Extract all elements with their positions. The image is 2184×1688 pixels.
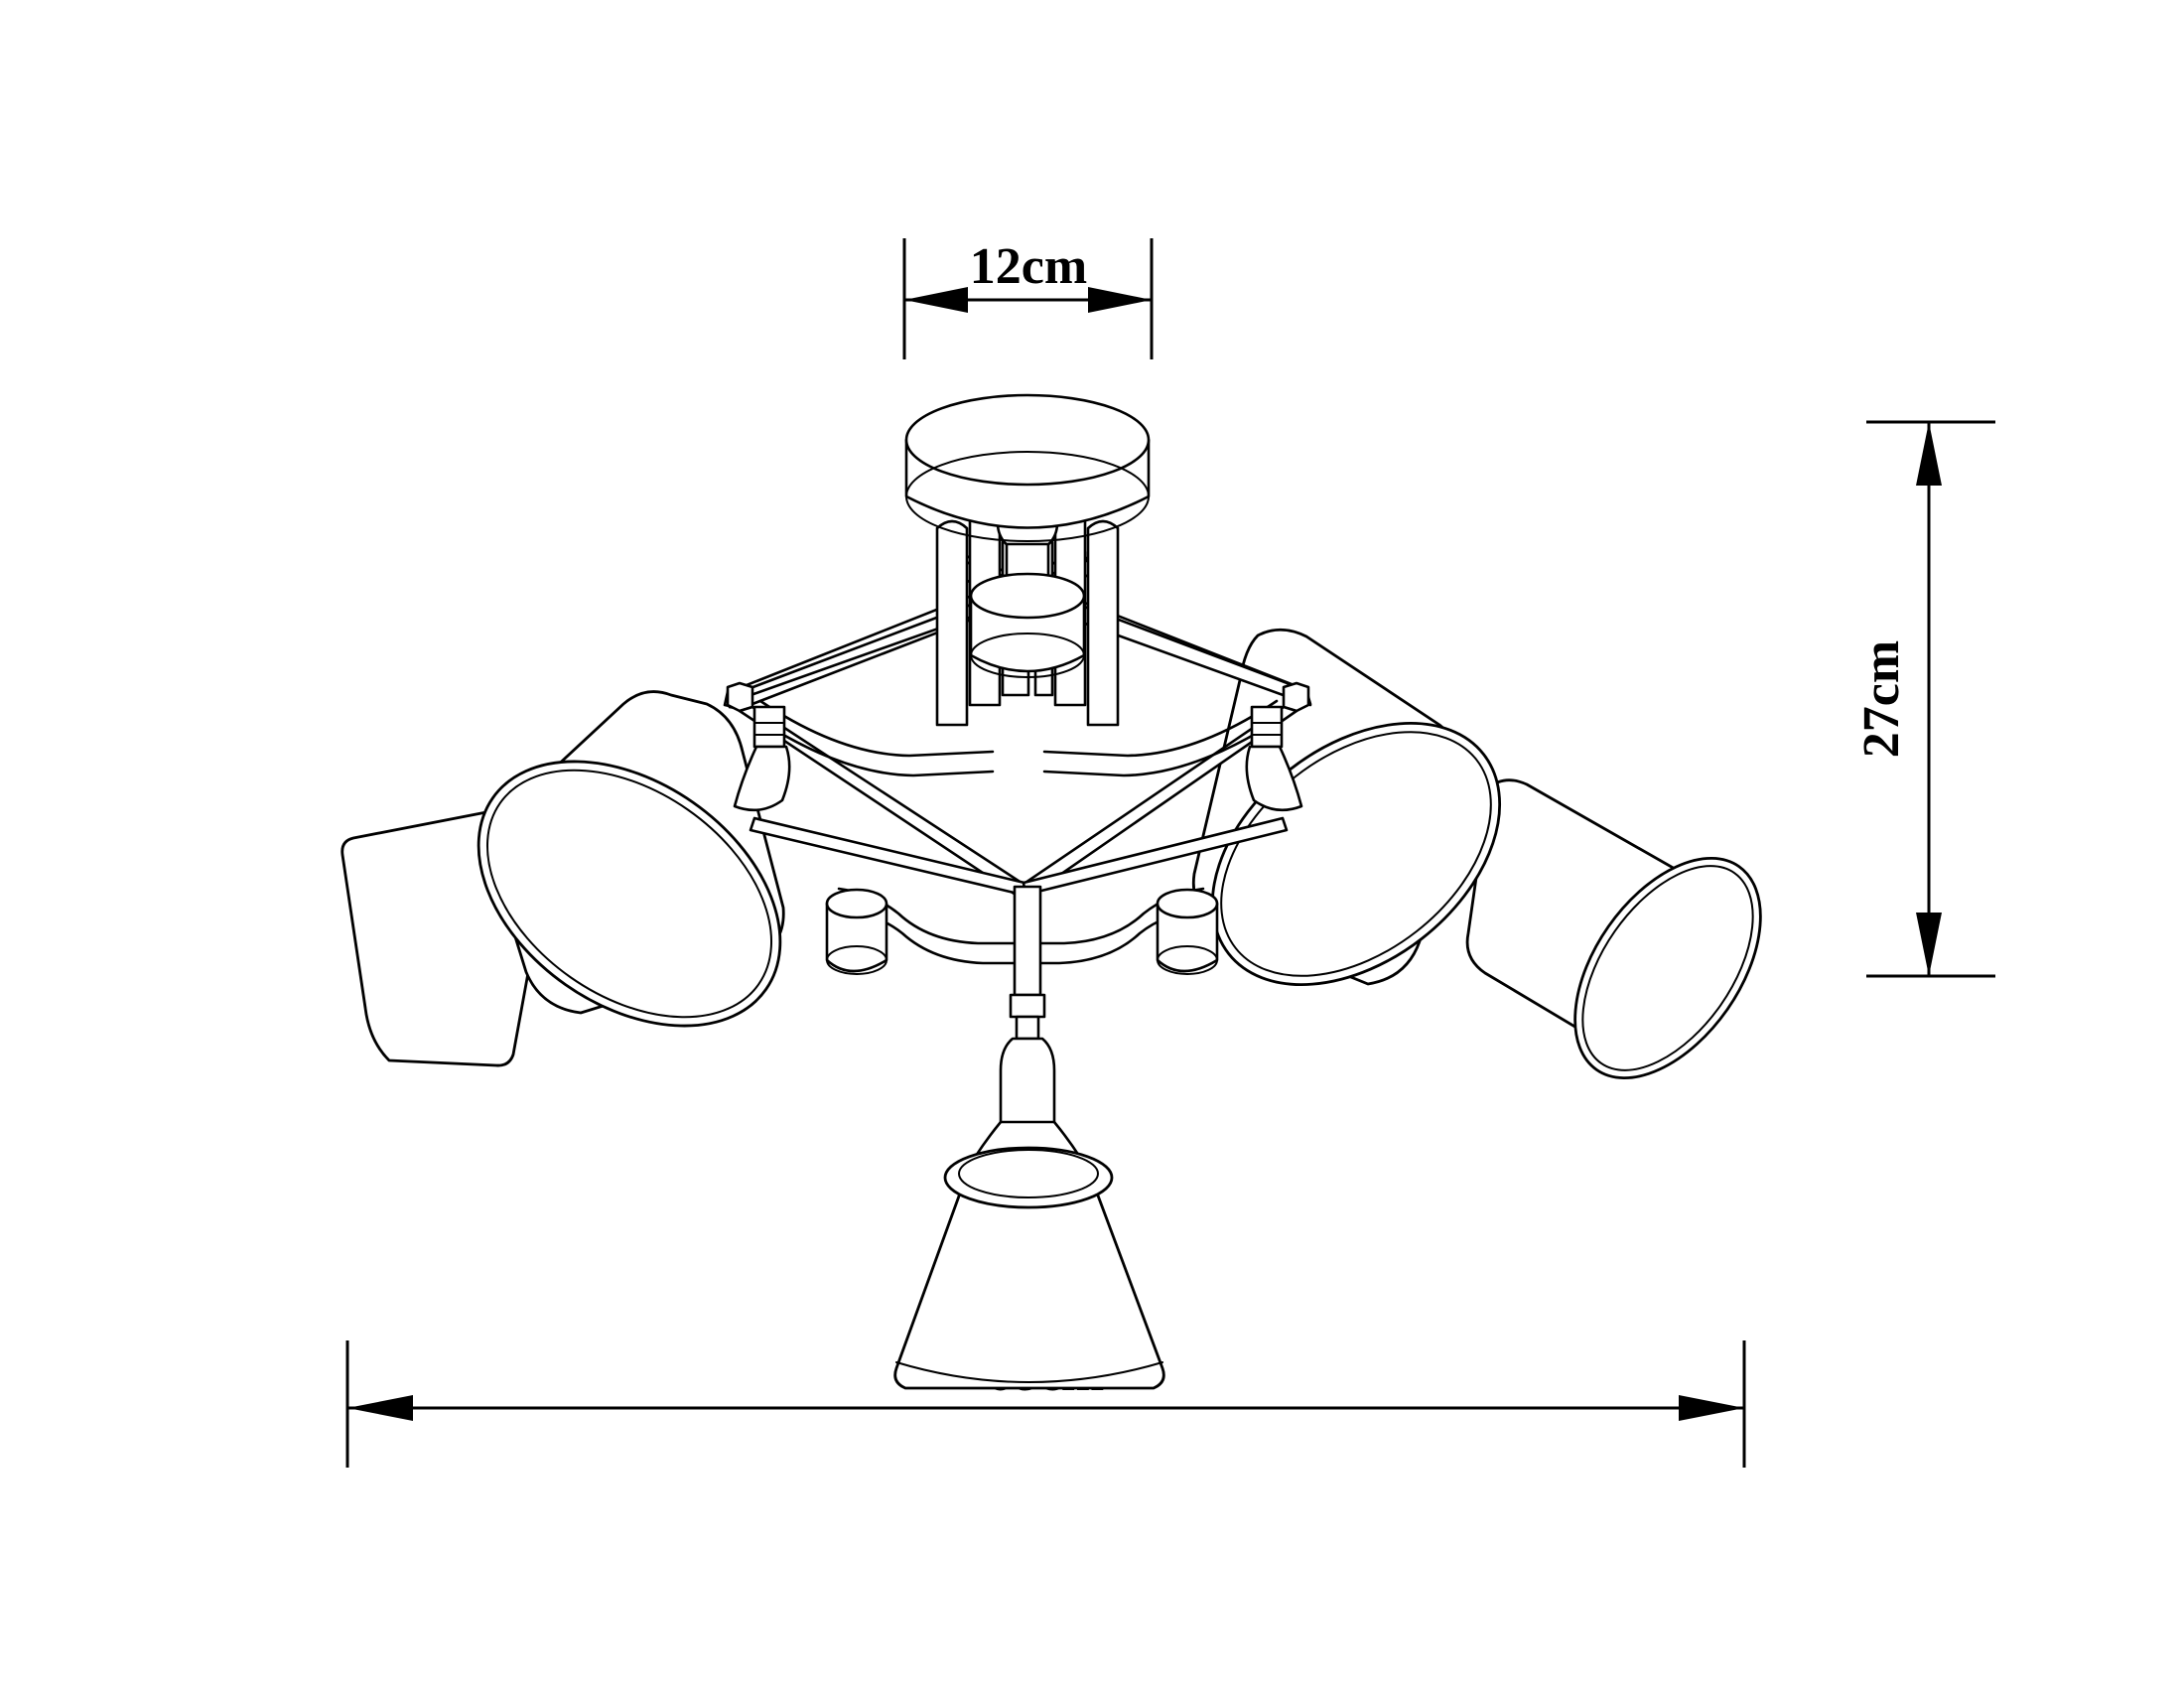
shade-left xyxy=(477,690,785,1028)
socket-front-left-cap xyxy=(825,888,888,919)
dimension-height-27cm: 27cm xyxy=(1853,420,1995,978)
joint-left-collar xyxy=(752,705,786,749)
joint-left-knuckle xyxy=(733,745,791,812)
canopy-top-face xyxy=(904,393,1151,487)
shade-bottom-base-curve xyxy=(895,1361,1163,1383)
arm-right-lower-horizontal xyxy=(1022,816,1289,897)
dimension-label-canopy: 12cm xyxy=(970,238,1087,295)
joint-left xyxy=(733,705,791,812)
dimension-label-height: 27cm xyxy=(1853,640,1910,758)
shade-bottom-rim-inner xyxy=(958,1149,1099,1198)
center-drop-stem xyxy=(961,885,1094,1180)
drop-stem-collar-2 xyxy=(1015,1015,1040,1041)
drop-stem-shaft xyxy=(1013,885,1042,997)
shade-far-right xyxy=(1465,778,1762,1080)
canopy-bottom-edge xyxy=(905,451,1150,542)
center-hub xyxy=(969,572,1086,678)
joint-right-collar xyxy=(1250,705,1284,749)
socket-front-right-cap xyxy=(1156,888,1219,919)
hub-cylinder-bottom xyxy=(970,633,1085,678)
arrow-head-left-icon xyxy=(347,1395,413,1421)
joint-right-knuckle xyxy=(1245,745,1303,812)
arrow-head-right-icon xyxy=(1088,287,1152,313)
shade-bottom-center xyxy=(893,1146,1165,1390)
lamp-assembly xyxy=(341,393,1762,1390)
shade-left-rim-inner xyxy=(485,769,773,1019)
socket-front-right-base xyxy=(1157,945,1218,975)
rod-3 xyxy=(935,519,969,727)
rod-4 xyxy=(1086,519,1120,727)
socket-front-left-base xyxy=(826,945,887,975)
ceiling-canopy xyxy=(904,393,1151,542)
arrow-head-right-icon xyxy=(1679,1395,1744,1421)
shade-far-right-rim-outer xyxy=(1573,856,1762,1080)
shade-far-right-rim-inner xyxy=(1581,865,1754,1071)
joint-right xyxy=(1245,705,1303,812)
hub-cylinder-top xyxy=(969,572,1086,620)
dimension-canopy-12cm: 12cm xyxy=(902,238,1154,359)
arrow-head-bottom-icon xyxy=(1916,913,1942,976)
joint-right-ring xyxy=(1251,722,1283,736)
arrow-head-left-icon xyxy=(904,287,968,313)
shade-right-rim-inner xyxy=(1220,731,1492,977)
shade-bottom-body xyxy=(893,1178,1165,1390)
joint-left-ring xyxy=(753,722,785,736)
drop-stem-socket xyxy=(999,1037,1056,1131)
shade-left-rim-outer xyxy=(477,760,782,1028)
arrow-head-top-icon xyxy=(1916,422,1942,486)
drop-stem-collar-1 xyxy=(1009,993,1046,1019)
